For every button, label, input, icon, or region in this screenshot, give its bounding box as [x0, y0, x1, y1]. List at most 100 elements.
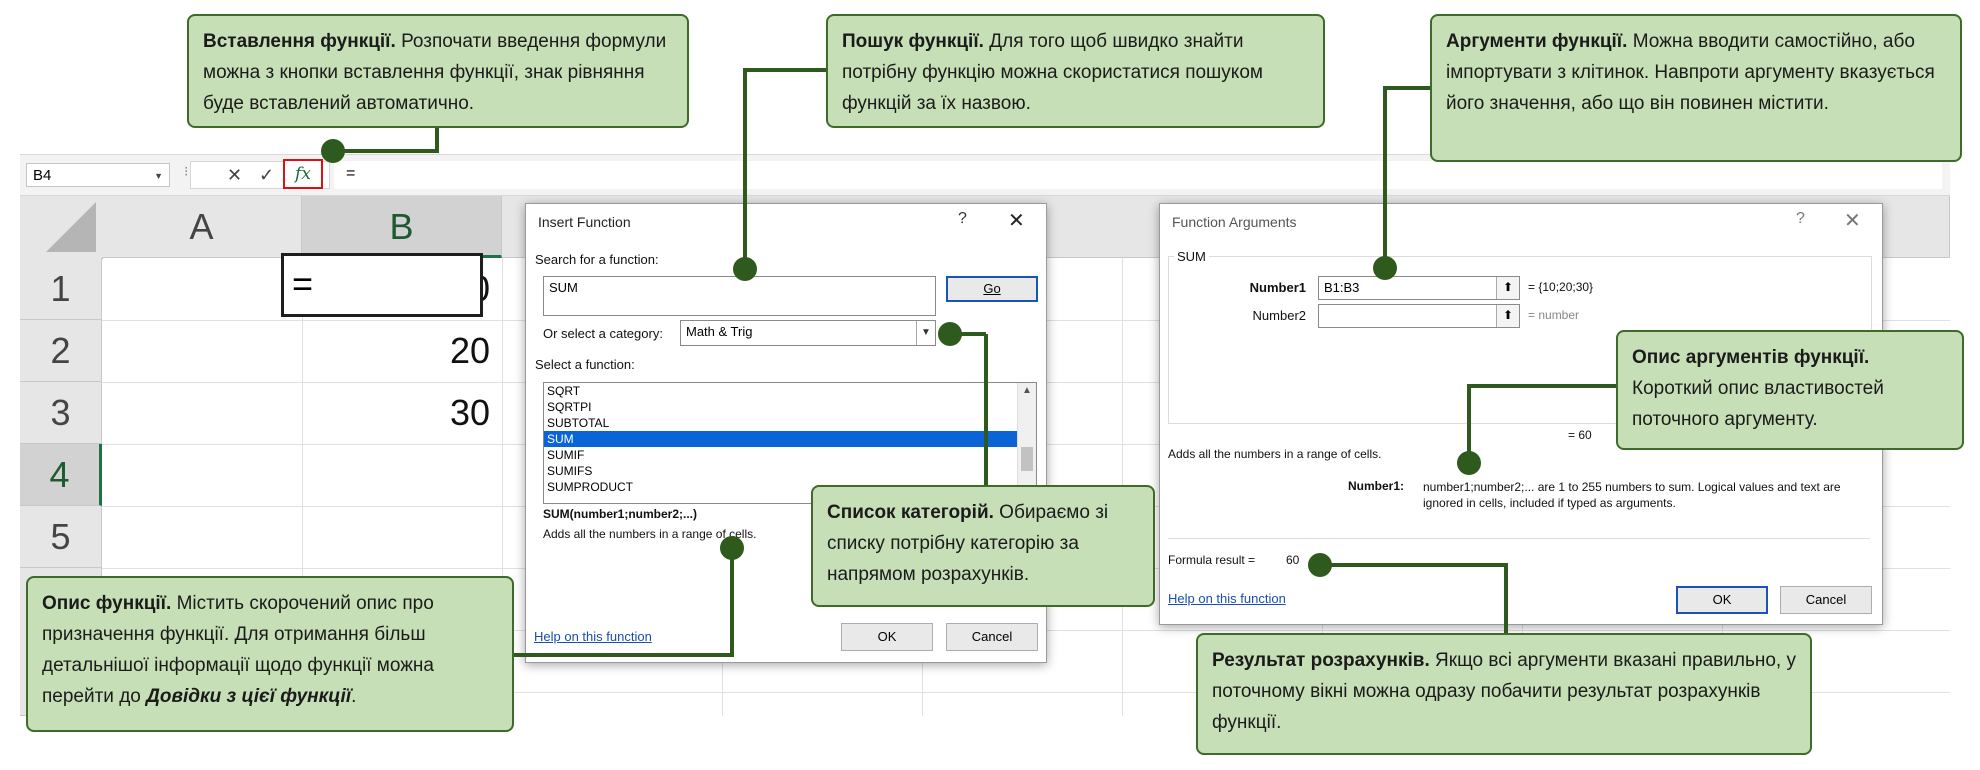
- collapse-dialog-icon[interactable]: ⬆: [1496, 305, 1519, 327]
- formula-input-value: =: [346, 165, 356, 182]
- connector-dot: [1308, 553, 1332, 577]
- gridline: [102, 692, 1950, 693]
- function-description: Adds all the numbers in a range of cells…: [543, 527, 757, 541]
- insert-function-button[interactable]: fx: [283, 159, 323, 189]
- group-function-name: SUM: [1174, 249, 1209, 264]
- callout-search-function: Пошук функції. Для того щоб швидко знайт…: [826, 14, 1325, 128]
- chevron-down-icon[interactable]: ▼: [916, 321, 935, 345]
- callout-title: Пошук функції.: [842, 31, 984, 52]
- name-box-value: B4: [33, 167, 52, 184]
- cell-b3[interactable]: 30: [449, 392, 490, 433]
- select-function-label: Select a function:: [535, 357, 635, 372]
- row-header-5[interactable]: 5: [20, 506, 102, 568]
- formula-input[interactable]: =: [334, 161, 1942, 189]
- category-label: Or select a category:: [543, 326, 663, 341]
- function-list-item[interactable]: SUBTOTAL: [547, 416, 610, 430]
- fx-icon: fx: [295, 164, 311, 184]
- callout-title: Опис функції.: [42, 593, 172, 614]
- function-list-item[interactable]: SQRT: [547, 384, 581, 398]
- arg2-input[interactable]: ⬆: [1318, 304, 1520, 328]
- help-icon[interactable]: ?: [1796, 210, 1805, 227]
- gridline: [302, 258, 303, 716]
- divider: [1168, 538, 1870, 539]
- go-button-label: Go: [983, 281, 1001, 296]
- callout-function-arguments: Аргументи функції. Можна вводити самості…: [1430, 14, 1962, 162]
- callout-title: Опис аргументів функції.: [1632, 347, 1870, 368]
- cancel-button[interactable]: Cancel: [1780, 586, 1872, 614]
- callout-text: Можна вводити самостійно, або імпортуват…: [1446, 31, 1935, 114]
- ok-button[interactable]: OK: [841, 623, 933, 651]
- function-list-item[interactable]: SUMIFS: [547, 464, 593, 478]
- formula-result-label: Formula result =: [1168, 553, 1256, 567]
- enter-icon[interactable]: ✓: [259, 165, 275, 185]
- callout-text: Для того щоб швидко знайти потрібну функ…: [842, 31, 1263, 114]
- arg-detail-label: Number1:: [1348, 479, 1405, 493]
- category-select[interactable]: Math & Trig ▼: [680, 320, 936, 346]
- close-icon[interactable]: ✕: [1844, 210, 1861, 232]
- arg2-result: = number: [1528, 308, 1580, 322]
- callout-title: Список категорій.: [827, 502, 994, 523]
- chevron-down-icon[interactable]: ▼: [154, 171, 163, 181]
- scroll-up-icon[interactable]: ▲: [1022, 385, 1032, 396]
- row-header-2[interactable]: 2: [20, 320, 102, 382]
- cancel-button[interactable]: Cancel: [946, 623, 1038, 651]
- function-list[interactable]: SQRT SQRTPI SUBTOTAL SUM SUMIF SUMIFS SU…: [543, 382, 1037, 504]
- connector-dot: [1373, 256, 1397, 280]
- help-icon[interactable]: ?: [958, 210, 967, 227]
- close-icon[interactable]: ✕: [1008, 210, 1025, 232]
- callout-calculation-result: Результат розрахунків. Якщо всі аргумент…: [1196, 633, 1812, 755]
- row-header-1[interactable]: 1: [20, 258, 102, 320]
- function-list-item[interactable]: SUMPRODUCT: [547, 480, 633, 494]
- scrollbar-thumb[interactable]: [1021, 447, 1033, 471]
- arg1-result: = {10;20;30}: [1528, 280, 1594, 294]
- arg-detail-text: number1;number2;... are 1 to 255 numbers…: [1423, 480, 1841, 510]
- dialog-title: Insert Function: [538, 214, 631, 230]
- cell-b4-active[interactable]: =: [281, 253, 483, 317]
- callout-text: Розпочати введення формули можна з кнопк…: [203, 31, 667, 114]
- function-list-item[interactable]: SQRTPI: [547, 400, 592, 414]
- callout-help-reference: Довідки з цієї функції: [146, 686, 352, 707]
- cell-b2[interactable]: 20: [449, 330, 490, 371]
- callout-text: Короткий опис властивостей поточного арг…: [1632, 378, 1884, 430]
- cancel-icon[interactable]: ✕: [227, 165, 243, 185]
- function-syntax: SUM(number1;number2;...): [543, 507, 698, 521]
- search-label: Search for a function:: [535, 252, 659, 267]
- callout-insert-function: Вставлення функції. Розпочати введення ф…: [187, 14, 689, 128]
- help-on-function-link[interactable]: Help on this function: [534, 629, 652, 644]
- callout-category-list: Список категорій. Обираємо зі списку пот…: [811, 485, 1155, 607]
- collapse-dialog-icon[interactable]: ⬆: [1496, 277, 1519, 299]
- function-list-item[interactable]: SUMIF: [547, 448, 585, 462]
- connector-dot: [720, 536, 744, 560]
- gridline: [502, 258, 503, 716]
- search-input[interactable]: SUM: [543, 276, 936, 316]
- search-input-value: SUM: [549, 280, 578, 295]
- callout-title: Результат розрахунків.: [1212, 650, 1430, 671]
- name-box[interactable]: B4 ▼: [26, 163, 170, 187]
- formula-result-value: 60: [1286, 553, 1300, 567]
- arg1-input[interactable]: B1:B3 ⬆: [1318, 276, 1520, 300]
- go-button[interactable]: Go: [946, 276, 1038, 302]
- column-header-a[interactable]: A: [102, 196, 302, 258]
- callout-text-end: .: [351, 686, 357, 707]
- connector-dot: [733, 257, 757, 281]
- connector-dot: [321, 139, 345, 163]
- callout-text: Містить скорочений опис про призначення …: [42, 593, 434, 707]
- category-select-value: Math & Trig: [686, 324, 753, 339]
- dialog-title: Function Arguments: [1172, 214, 1297, 230]
- row-header-3[interactable]: 3: [20, 382, 102, 444]
- ok-button[interactable]: OK: [1676, 586, 1768, 614]
- callout-title: Вставлення функції.: [203, 31, 396, 52]
- row-header-4[interactable]: 4: [20, 444, 102, 506]
- function-list-item-selected[interactable]: SUM: [544, 431, 1036, 447]
- total-value: = 60: [1568, 428, 1592, 442]
- callout-function-description: Опис функції. Містить скорочений опис пр…: [26, 576, 514, 732]
- callout-text: Обираємо зі списку потрібну категорію за…: [827, 502, 1109, 585]
- column-header-b[interactable]: B: [302, 196, 502, 258]
- arg2-label: Number2: [1252, 308, 1306, 323]
- help-on-function-link[interactable]: Help on this function: [1168, 591, 1286, 606]
- more-dots-icon: ⁝: [184, 163, 189, 179]
- list-scrollbar[interactable]: ▲: [1017, 383, 1036, 503]
- callout-text: Якщо всі аргументи вказані правильно, у …: [1212, 650, 1796, 733]
- callout-title: Аргументи функції.: [1446, 31, 1628, 52]
